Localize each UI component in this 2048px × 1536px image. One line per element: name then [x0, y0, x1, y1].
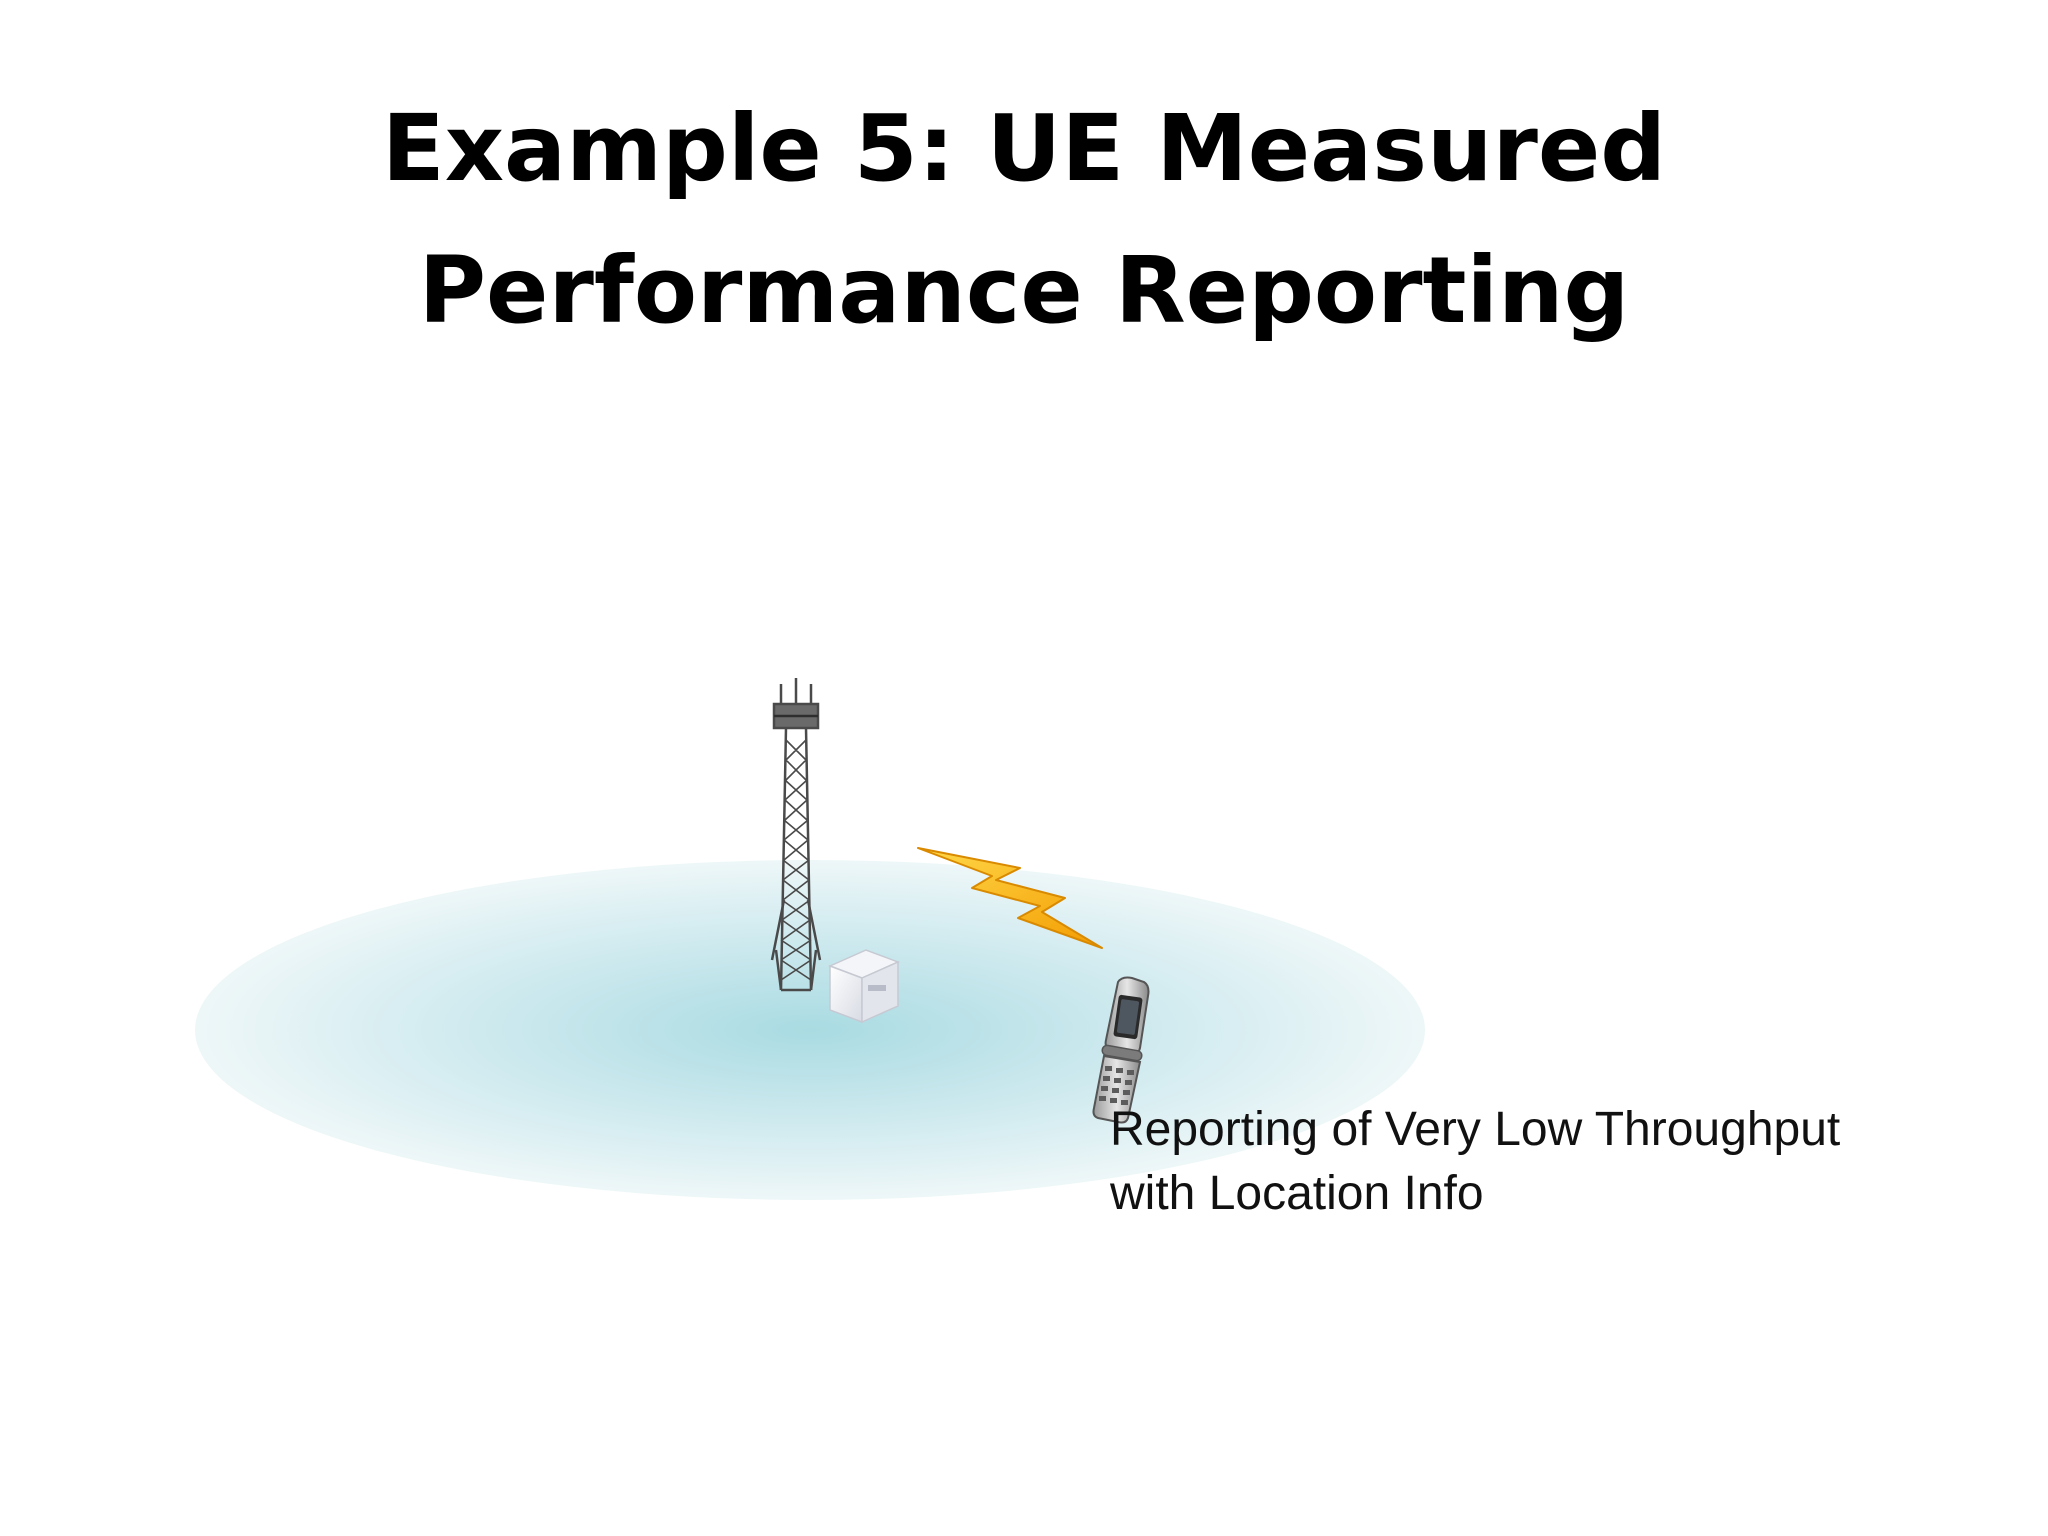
flip-phone-icon	[1092, 976, 1150, 1124]
slide-title-line-1: Example 5: UE Measured	[381, 95, 1667, 202]
slide-title-line-2: Performance Reporting	[418, 237, 1630, 344]
caption-line-1: Reporting of Very Low Throughput	[1110, 1103, 1841, 1156]
diagram-caption: Reporting of Very Low Throughput with Lo…	[1110, 1098, 1840, 1226]
base-station-box-icon	[828, 949, 900, 1024]
lightning-signal-icon	[917, 847, 1103, 949]
caption-line-2: with Location Info	[1110, 1167, 1484, 1220]
cell-tower-icon	[770, 678, 822, 992]
slide-title: Example 5: UE Measured Performance Repor…	[0, 78, 2048, 362]
